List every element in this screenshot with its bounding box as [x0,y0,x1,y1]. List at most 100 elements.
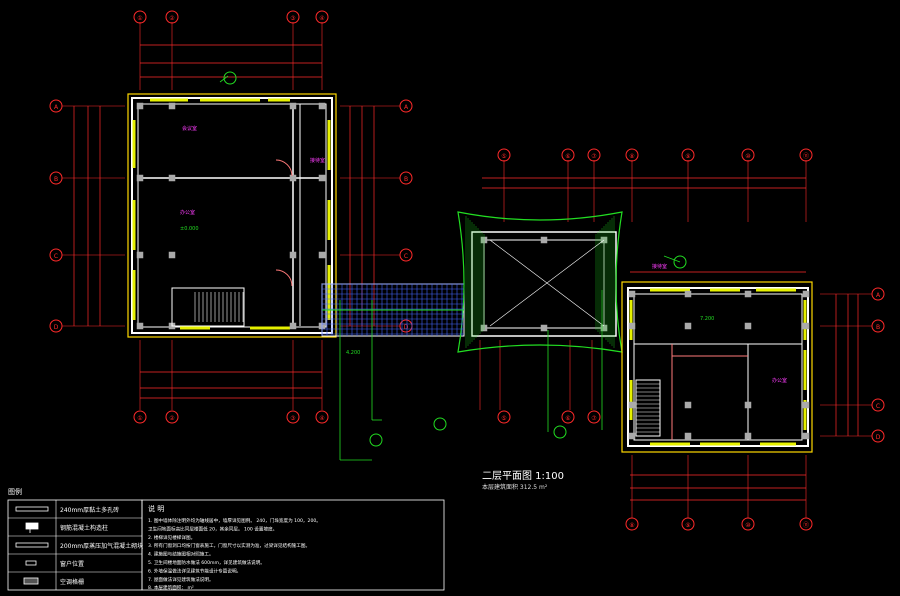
grid-bubble [399,248,413,262]
note-line: 6. 外墙保温做法详见建筑节能设计专篇说明。 [148,567,241,574]
left-building-outer-wall [131,97,333,334]
left-roof-edge [127,93,337,338]
grid-bubble-label: D [54,324,59,331]
drawing-title: 二层平面图 1:100 [482,471,564,482]
column [540,236,548,244]
column [289,322,297,330]
grid-bubble-label: A [404,104,409,111]
legend-table: 图例240mm厚黏土多孔砖钢筋混凝土构造柱200mm厚蒸压加气混凝土砌块窗户位置… [7,487,445,591]
pavilion-inner-wall [483,239,605,329]
grid-bubble-label: ⑥ [565,153,570,160]
legend-item-label: 窗户位置 [60,560,84,568]
column [802,290,810,298]
grid-bubble [49,99,63,113]
column [318,102,326,110]
legend-item-label: 240mm厚黏土多孔砖 [60,506,119,514]
grid-bubble-label: ⑨ [685,522,690,529]
grille-icon [23,577,39,585]
column [168,174,176,182]
note-line: 5. 卫生间楼地面防水做法 600mm，详见建筑做法说明。 [148,559,265,566]
grid-bubble-label: C [54,253,58,260]
grid-bubble-label: ④ [319,415,324,422]
note-line: 3. 所有门窗洞口均按门窗表施工，门窗尺寸以实测为准，过梁详见结构施工图。 [148,542,310,549]
left-building-inner-wall [137,103,327,328]
grid-bubble-label: ④ [319,15,324,22]
grid-bubble [286,410,300,424]
column [628,290,636,298]
detail-callout-bubble [223,71,237,85]
column [684,322,692,330]
column [318,174,326,182]
grid-bubble-label: ⑦ [591,415,597,422]
grid-bubble [871,319,885,333]
window-icon [25,560,37,566]
wall-240-icon [15,506,49,512]
grid-bubble [133,10,147,24]
dimension-lines [62,22,872,518]
grid-bubble [49,319,63,333]
grid-bubble [799,517,813,531]
column [744,401,752,409]
note-line: 7. 屋面做法详见建筑做法说明。 [148,576,214,583]
grid-bubble [399,99,413,113]
right-roof-edge [621,281,813,453]
grid-bubble [561,148,575,162]
note-line: 1. 图中墙体除注明外均为轴线居中，墙厚详见图例。 240，门垛宽度为 100，… [148,517,321,524]
column [289,102,297,110]
grid-bubble [871,398,885,412]
grid-bubble [741,517,755,531]
grid-bubble-label: ③ [290,415,295,422]
legend-item-label: 200mm厚蒸压加气混凝土砌块 [60,542,143,550]
door-swing [275,159,293,177]
legend-item-label: 空调格栅 [60,578,84,586]
grid-bubble-label: C [876,403,880,410]
grid-bubble [315,10,329,24]
elevation-label: 4.200 [346,350,360,356]
leader-line [663,255,681,263]
right-building-outer-wall [627,287,809,447]
grid-bubble-label: ⑤ [501,415,506,422]
detail-callout-bubble [369,433,383,447]
notes-heading: 说 明 [148,504,164,513]
room-label: 会议室 [182,125,197,132]
grid-bubble-label: ① [137,415,142,422]
column [744,290,752,298]
grid-bubble-label: ⑥ [565,415,570,422]
grid-bubble-label: A [54,104,59,111]
column [684,290,692,298]
grid-bubble [497,410,511,424]
column [802,401,810,409]
notes-frame [141,499,445,591]
grid-bubble [133,410,147,424]
grid-bubble [587,410,601,424]
elevation-label: ±0.000 [180,226,199,232]
column [289,251,297,259]
grid-bubble [561,410,575,424]
grid-bubble [871,287,885,301]
elevation-label: 7.200 [700,316,714,322]
grid-bubble [681,148,695,162]
grid-bubble-label: ⑨ [685,153,690,160]
column [136,174,144,182]
room-label: 办公室 [180,209,195,216]
column [744,322,752,330]
grid-bubble-label: ⑧ [629,153,634,160]
grid-bubble-label: ⑩ [745,522,750,529]
note-line: 2. 楼梯详见楼梯详图。 [148,534,195,541]
grid-bubble [681,517,695,531]
grid-bubble-label: ③ [290,15,295,22]
grid-bubble-label: B [404,176,408,183]
grid-bubble-label: ⑪ [803,521,809,529]
grid-bubble-label: C [404,253,408,260]
grid-bubble [315,410,329,424]
column [628,432,636,440]
wall-200-icon [15,542,49,548]
column [628,401,636,409]
column [684,432,692,440]
grid-bubble [625,148,639,162]
drawing-subtitle: 本层建筑面积 312.5 m² [482,484,548,491]
grid-bubble-label: ① [137,15,142,22]
